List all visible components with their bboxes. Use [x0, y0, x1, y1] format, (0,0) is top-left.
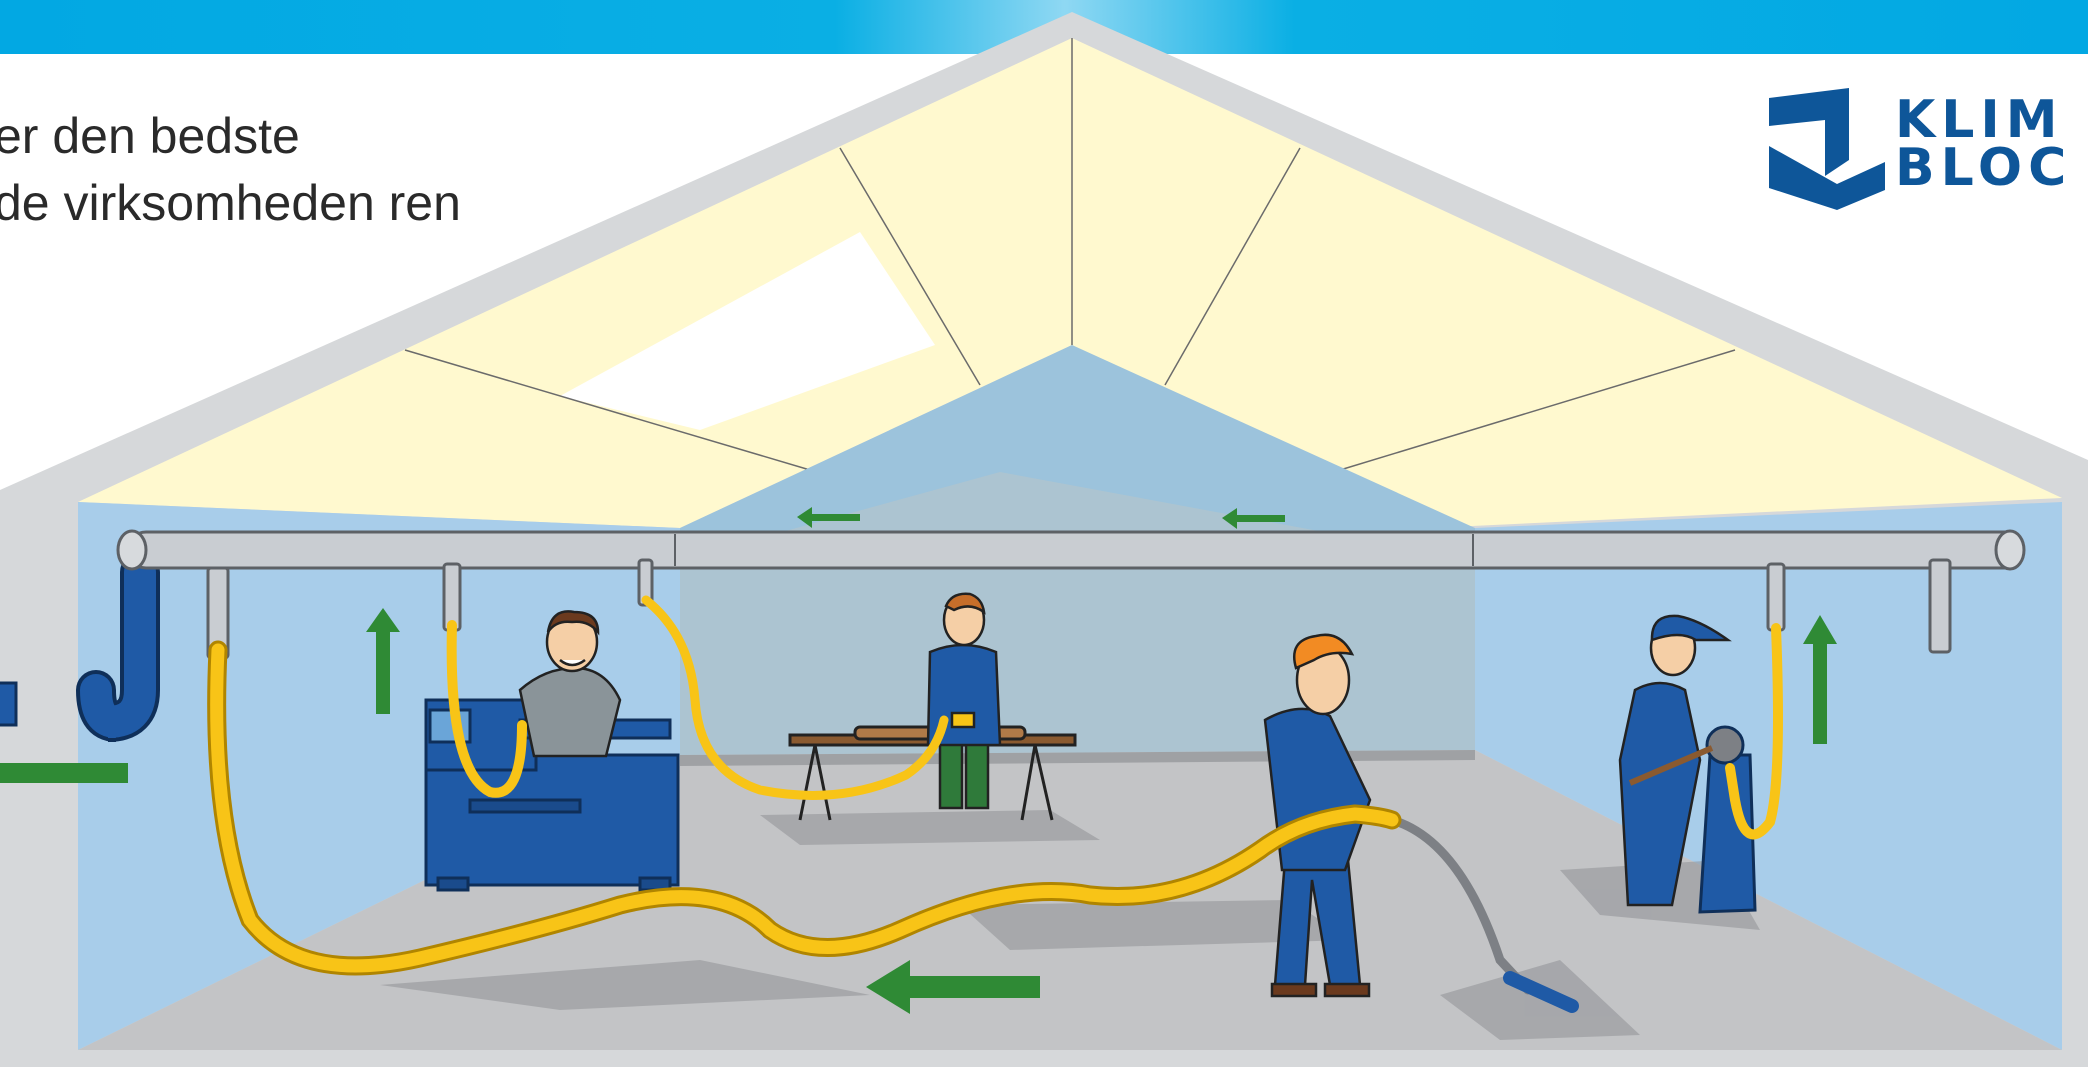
main-suction-pipe: [128, 532, 2023, 568]
logo-line-2: BLOC: [1895, 144, 2072, 192]
inlet-duct: [0, 683, 16, 725]
klimabloc-logo: KLIM BLOC: [1765, 84, 2088, 214]
logo-wordmark: KLIM BLOC: [1895, 96, 2072, 192]
grinder-machine: [1700, 727, 1755, 912]
headline-line-1: er den bedste: [0, 103, 461, 170]
logo-line-1: KLIM: [1895, 96, 2072, 144]
klimabloc-logo-icon: [1765, 84, 1885, 214]
headline-line-2: de virksomheden ren: [0, 170, 461, 237]
